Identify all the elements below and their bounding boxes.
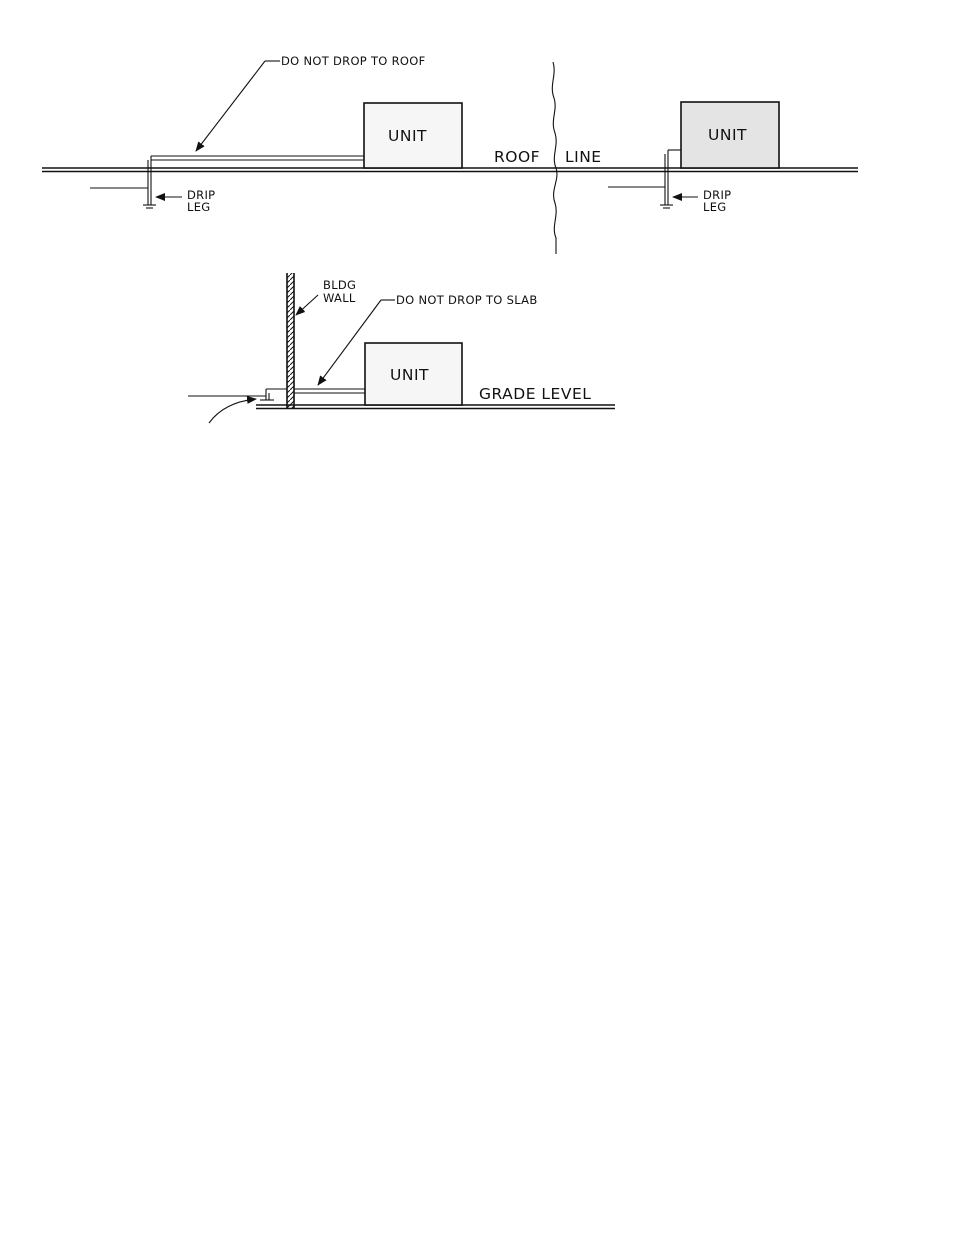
drip-leg-curved-arrow bbox=[209, 399, 256, 423]
building-wall-hatch bbox=[287, 273, 294, 409]
unit-label: UNIT bbox=[390, 366, 429, 384]
roof-label: ROOF bbox=[494, 148, 540, 166]
wall-label-line1: BLDG bbox=[323, 278, 356, 292]
unit-label: UNIT bbox=[388, 127, 427, 145]
line-label: LINE bbox=[565, 148, 602, 166]
callout-text-slab: DO NOT DROP TO SLAB bbox=[396, 293, 538, 307]
wall-label-arrow bbox=[296, 295, 318, 315]
break-line bbox=[552, 62, 557, 254]
wall-label-line2: WALL bbox=[323, 291, 356, 305]
drip-leg-label-line2: LEG bbox=[703, 200, 727, 214]
unit-label: UNIT bbox=[708, 126, 747, 144]
roof-installation-section: UNIT DO NOT DROP TO ROOF DRIP LEG ROOF L… bbox=[42, 54, 858, 254]
drip-leg-label-line2: LEG bbox=[187, 200, 211, 214]
callout-arrow bbox=[196, 61, 265, 151]
callout-text-roof: DO NOT DROP TO ROOF bbox=[281, 54, 426, 68]
grade-level-label: GRADE LEVEL bbox=[479, 385, 591, 403]
grade-installation-section: UNIT BLDG WALL DO NOT DROP TO SLAB GRADE… bbox=[188, 273, 615, 423]
